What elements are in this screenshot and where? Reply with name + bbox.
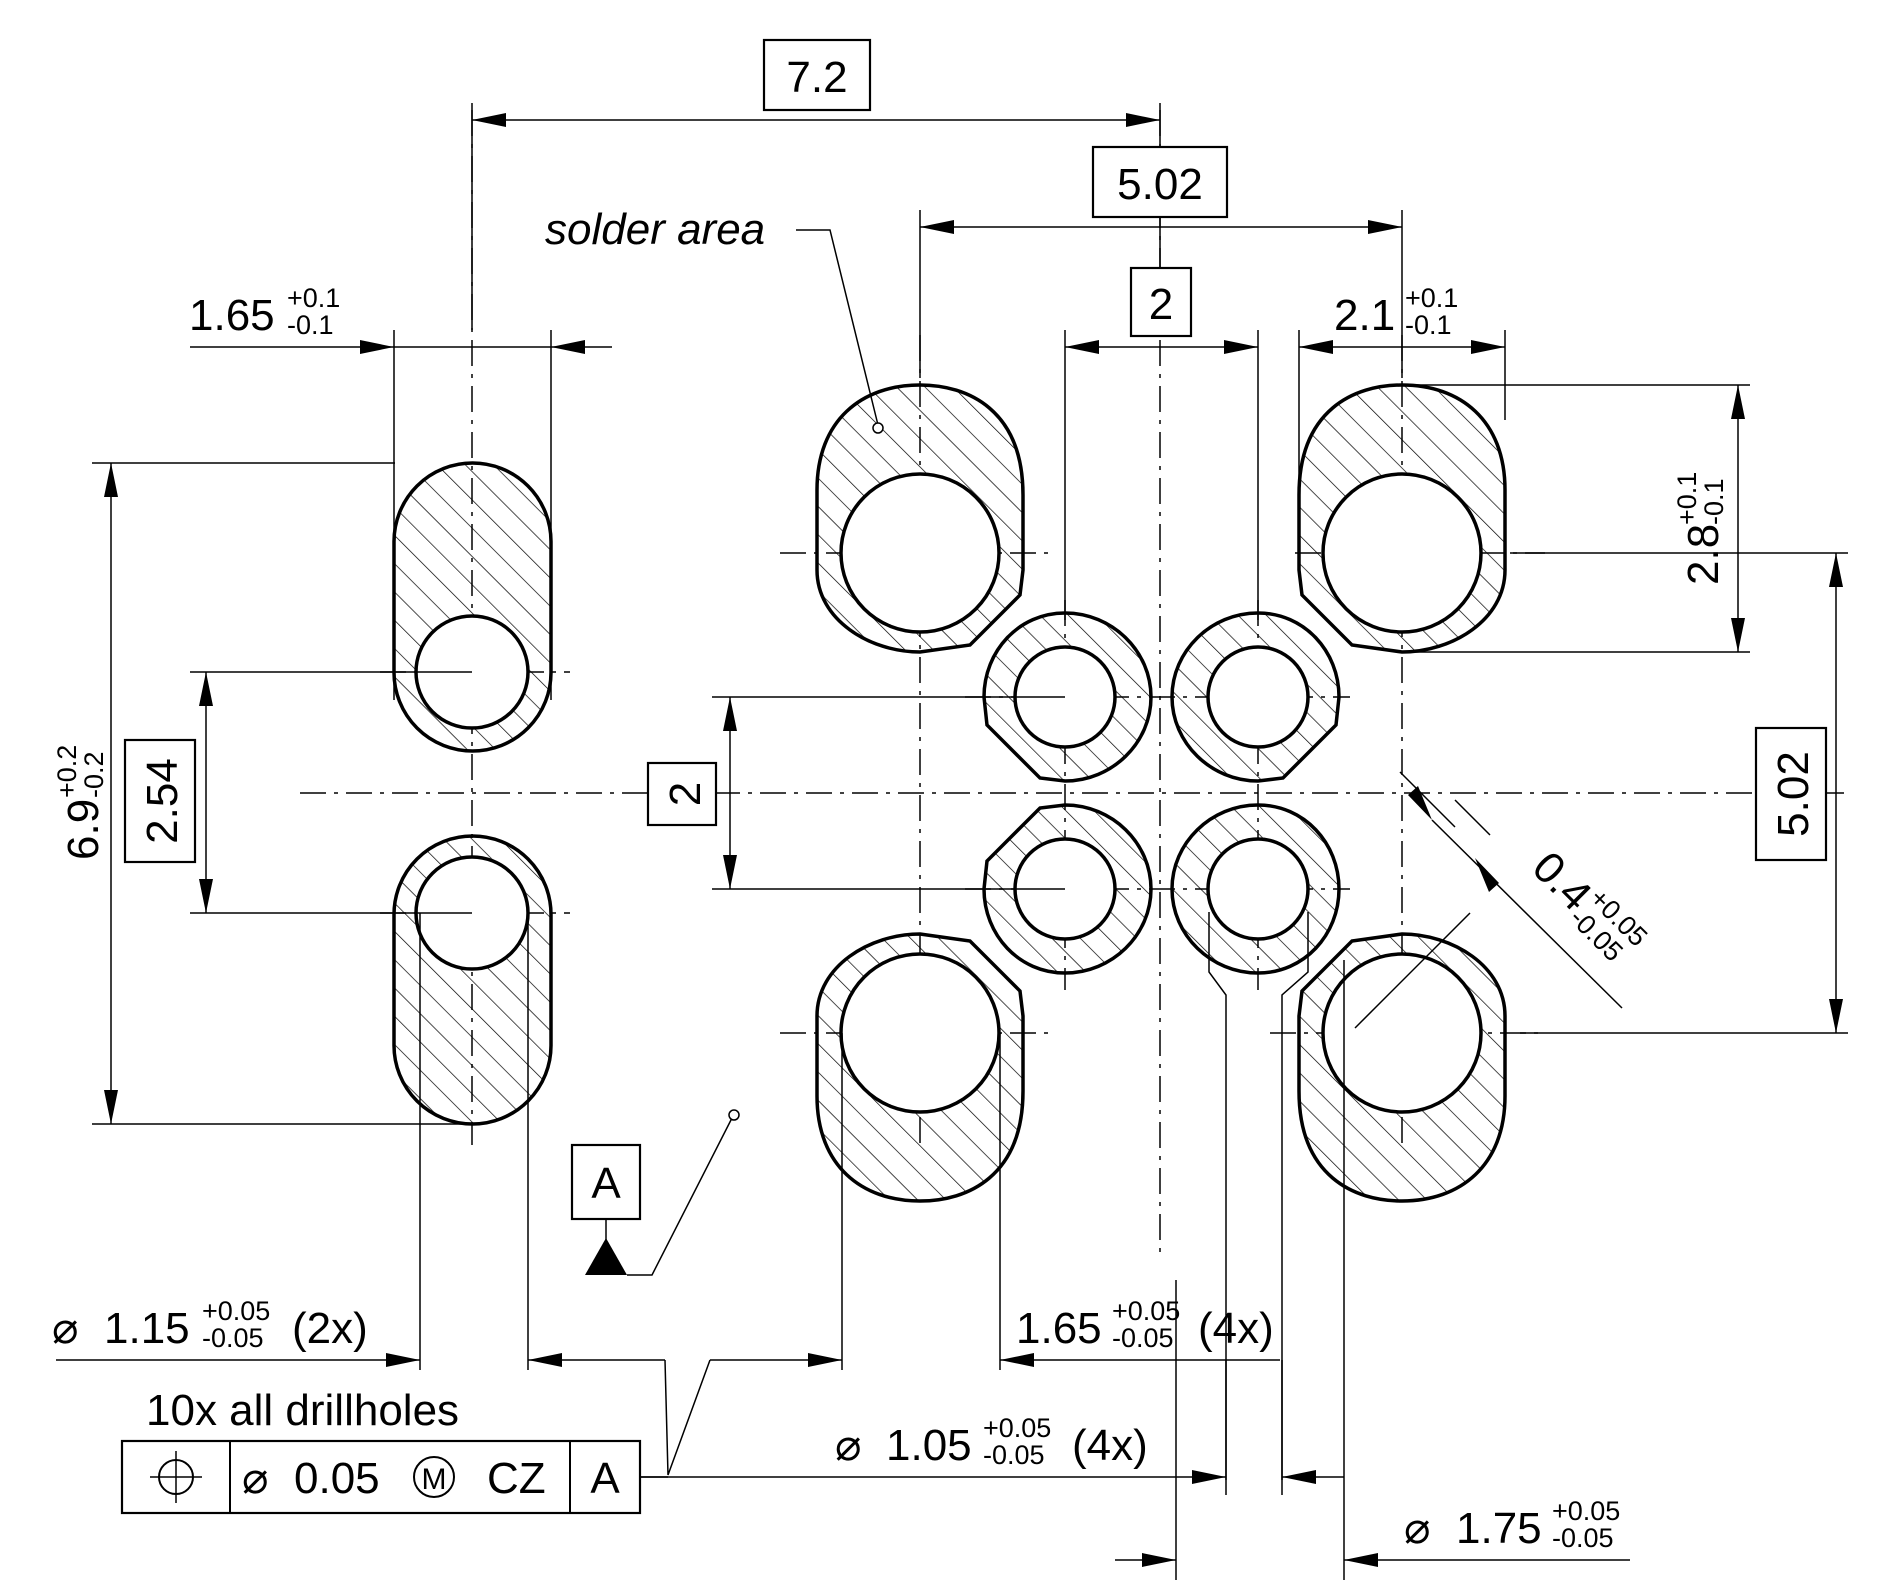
svg-text:(4x): (4x) (1198, 1304, 1274, 1353)
label-drillholes-count: 10x all drillholes (146, 1386, 459, 1435)
fcf-datum: A (590, 1454, 620, 1503)
dim-inner-pitch-vertical: 2 (661, 782, 710, 806)
svg-text:+0.05: +0.05 (983, 1413, 1051, 1443)
dim-inner-pad-symbol: ⌀ (1404, 1504, 1431, 1553)
inner-pad-bottom-right (1170, 803, 1341, 975)
dim-pad-width: 2.1 (1334, 291, 1395, 340)
dim-inner-pad-dia: 1.75 (1456, 1504, 1542, 1553)
left-slot-bottom (392, 834, 553, 1126)
svg-text:-0.2: -0.2 (79, 751, 109, 798)
dim-inner-pitch-horizontal: 2 (1149, 280, 1173, 329)
extension-lines (92, 103, 1848, 1580)
dim-inner-hole-symbol: ⌀ (835, 1421, 862, 1470)
svg-text:(4x): (4x) (1072, 1421, 1148, 1470)
dim-slot-hole-dia: 1.15 (104, 1304, 190, 1353)
pad-bottom-left (815, 932, 1025, 1203)
feature-control-frame: ⌀ 0.05 M CZ A (120, 1439, 668, 1515)
dim-slot-hole-symbol: ⌀ (52, 1304, 79, 1353)
dim-pad-pitch-vertical: 5.02 (1769, 751, 1818, 837)
svg-text:+0.1: +0.1 (1405, 283, 1458, 313)
dim-top-width: 7.2 (786, 53, 847, 102)
svg-text:+0.2: +0.2 (52, 745, 82, 798)
fcf-diameter-symbol: ⌀ (242, 1454, 269, 1503)
fcf-tolerance: 0.05 (294, 1454, 380, 1503)
datum-letter: A (591, 1159, 621, 1208)
dim-inner-hole-dia: 1.05 (886, 1421, 972, 1470)
pad-top-left (815, 383, 1025, 654)
pad-top-right (1297, 383, 1507, 654)
position-icon (150, 1451, 202, 1503)
svg-text:-0.1: -0.1 (1405, 310, 1452, 340)
svg-text:-0.05: -0.05 (1112, 1323, 1174, 1353)
dim-slot-width: 1.65 (189, 291, 275, 340)
svg-text:(2x): (2x) (292, 1304, 368, 1353)
svg-text:-0.05: -0.05 (1552, 1523, 1614, 1553)
svg-text:+0.05: +0.05 (1112, 1296, 1180, 1326)
svg-text:-0.1: -0.1 (287, 310, 334, 340)
fcf-zone: CZ (487, 1454, 546, 1503)
solder-area-leader (796, 229, 884, 434)
datum-feature: A (570, 1109, 740, 1276)
svg-text:+0.1: +0.1 (287, 283, 340, 313)
inner-pad-top-right (1170, 611, 1341, 783)
label-solder-area: solder area (545, 205, 765, 254)
svg-text:+0.05: +0.05 (1552, 1496, 1620, 1526)
dim-pad-pitch-horizontal: 5.02 (1117, 160, 1203, 209)
left-slot-top (392, 461, 553, 753)
dim-pad-hole-dia: 1.65 (1016, 1304, 1102, 1353)
dim-slot-length: 6.9 (59, 799, 108, 860)
mmc-modifier-icon (413, 1456, 455, 1498)
svg-text:-0.05: -0.05 (202, 1323, 264, 1353)
trace-outline (1208, 912, 1309, 1480)
svg-text:+0.05: +0.05 (202, 1296, 270, 1326)
dimension-text: 7.2 5.02 2 1.65 +0.1 -0.1 2.1 +0.1 -0.1 … (52, 38, 1828, 1553)
svg-text:+0.1: +0.1 (1672, 472, 1702, 525)
datum-triangle-icon (585, 1238, 627, 1275)
fcf-modifier: M (422, 1463, 447, 1496)
dimension-lines (56, 113, 1843, 1567)
svg-text:-0.1: -0.1 (1699, 478, 1729, 525)
pad-bottom-right (1297, 932, 1507, 1203)
dim-slot-pitch: 2.54 (138, 758, 187, 844)
dim-pad-height: 2.8 (1679, 524, 1728, 585)
svg-text:-0.05: -0.05 (983, 1440, 1045, 1470)
